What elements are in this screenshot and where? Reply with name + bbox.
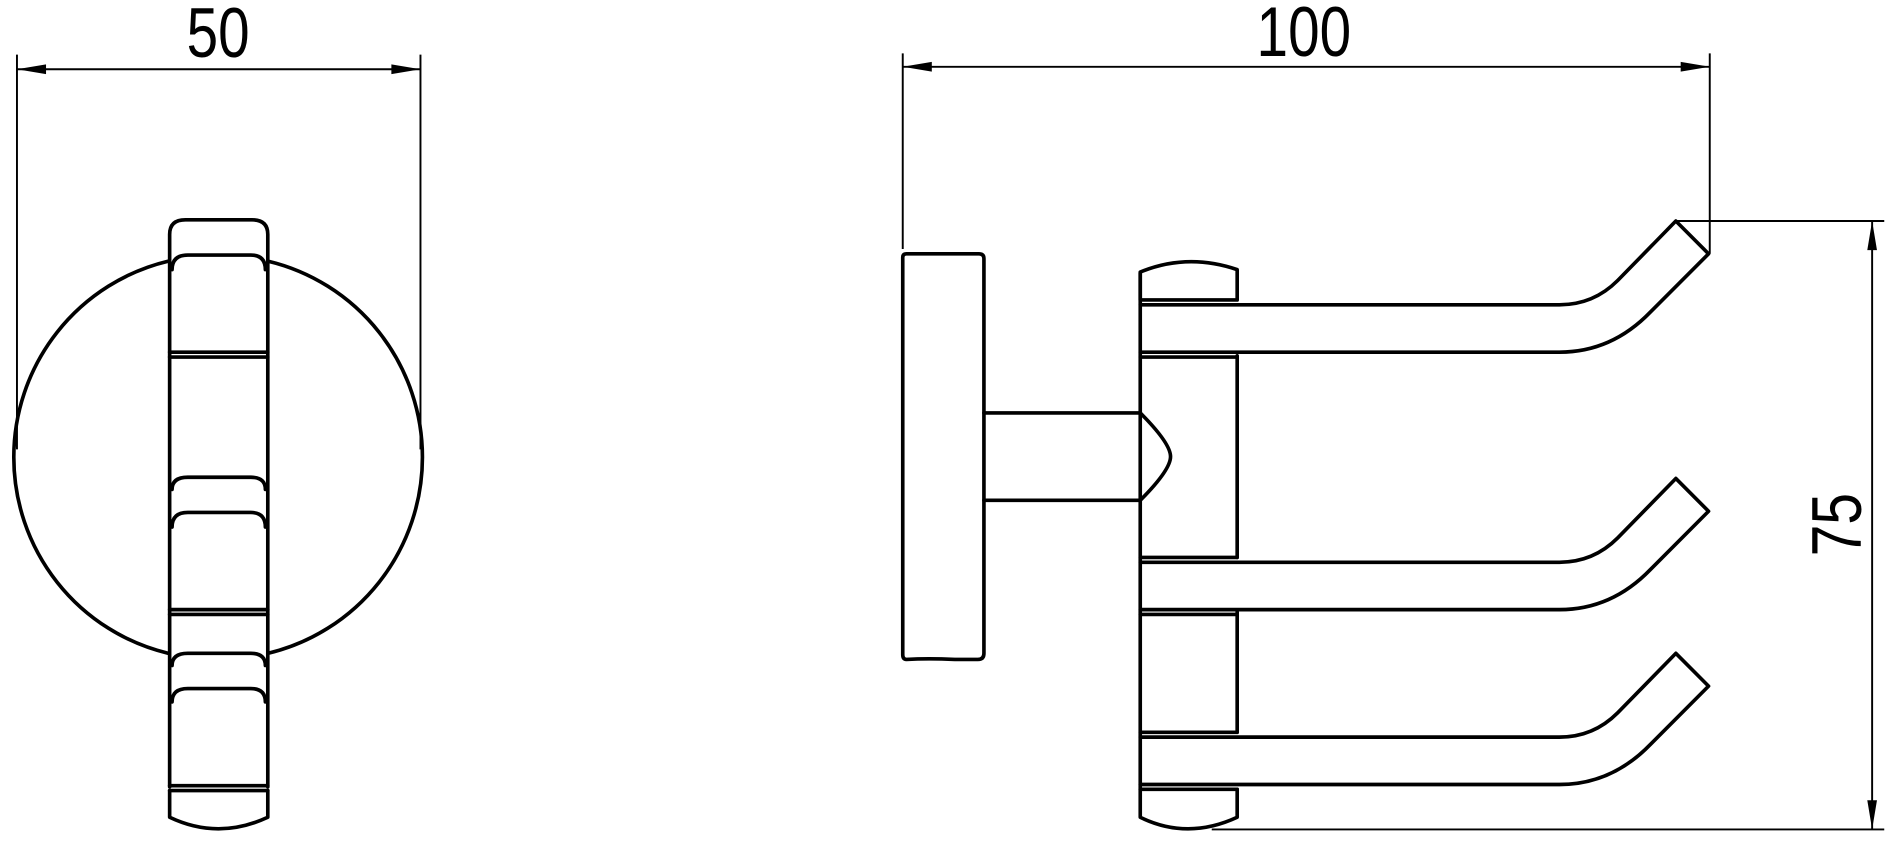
front-hook-top-cap — [170, 253, 268, 272]
height-dim-arrow-top — [1867, 221, 1877, 251]
side-height-label: 75 — [1797, 493, 1876, 556]
side-connector-arm — [982, 411, 1173, 503]
front-view: 50 — [11, 0, 425, 831]
front-rosette-left-arc — [11, 259, 171, 656]
front-dim-arrow-left — [16, 64, 47, 75]
front-dim-arrow-right — [391, 64, 421, 75]
side-top-cap — [1138, 259, 1239, 302]
front-rosette-right-arc — [265, 259, 425, 656]
side-hook-1 — [1138, 219, 1711, 359]
side-hub-body — [1138, 271, 1239, 792]
side-bottom-cap — [1138, 787, 1239, 831]
front-hook-seam-1 — [167, 350, 270, 359]
height-dim-arrow-bottom — [1867, 800, 1877, 830]
side-view: 100 75 — [900, 0, 1885, 831]
side-wall-plate — [900, 251, 986, 662]
side-dim-arrow-left — [902, 61, 932, 72]
front-hook-seam-2 — [167, 607, 270, 617]
front-hook-seam-3 — [167, 783, 270, 793]
side-hook-3 — [1138, 651, 1711, 792]
side-dim-arrow-right — [1680, 61, 1710, 72]
front-hook-bottom-cap — [167, 788, 270, 831]
front-width-label: 50 — [187, 0, 250, 72]
side-width-label: 100 — [1257, 0, 1352, 71]
front-hook-stack — [167, 217, 270, 789]
front-hook-lower-cap — [170, 651, 268, 704]
side-hook-2 — [1138, 476, 1711, 617]
front-hook-middle-cap — [170, 475, 268, 529]
